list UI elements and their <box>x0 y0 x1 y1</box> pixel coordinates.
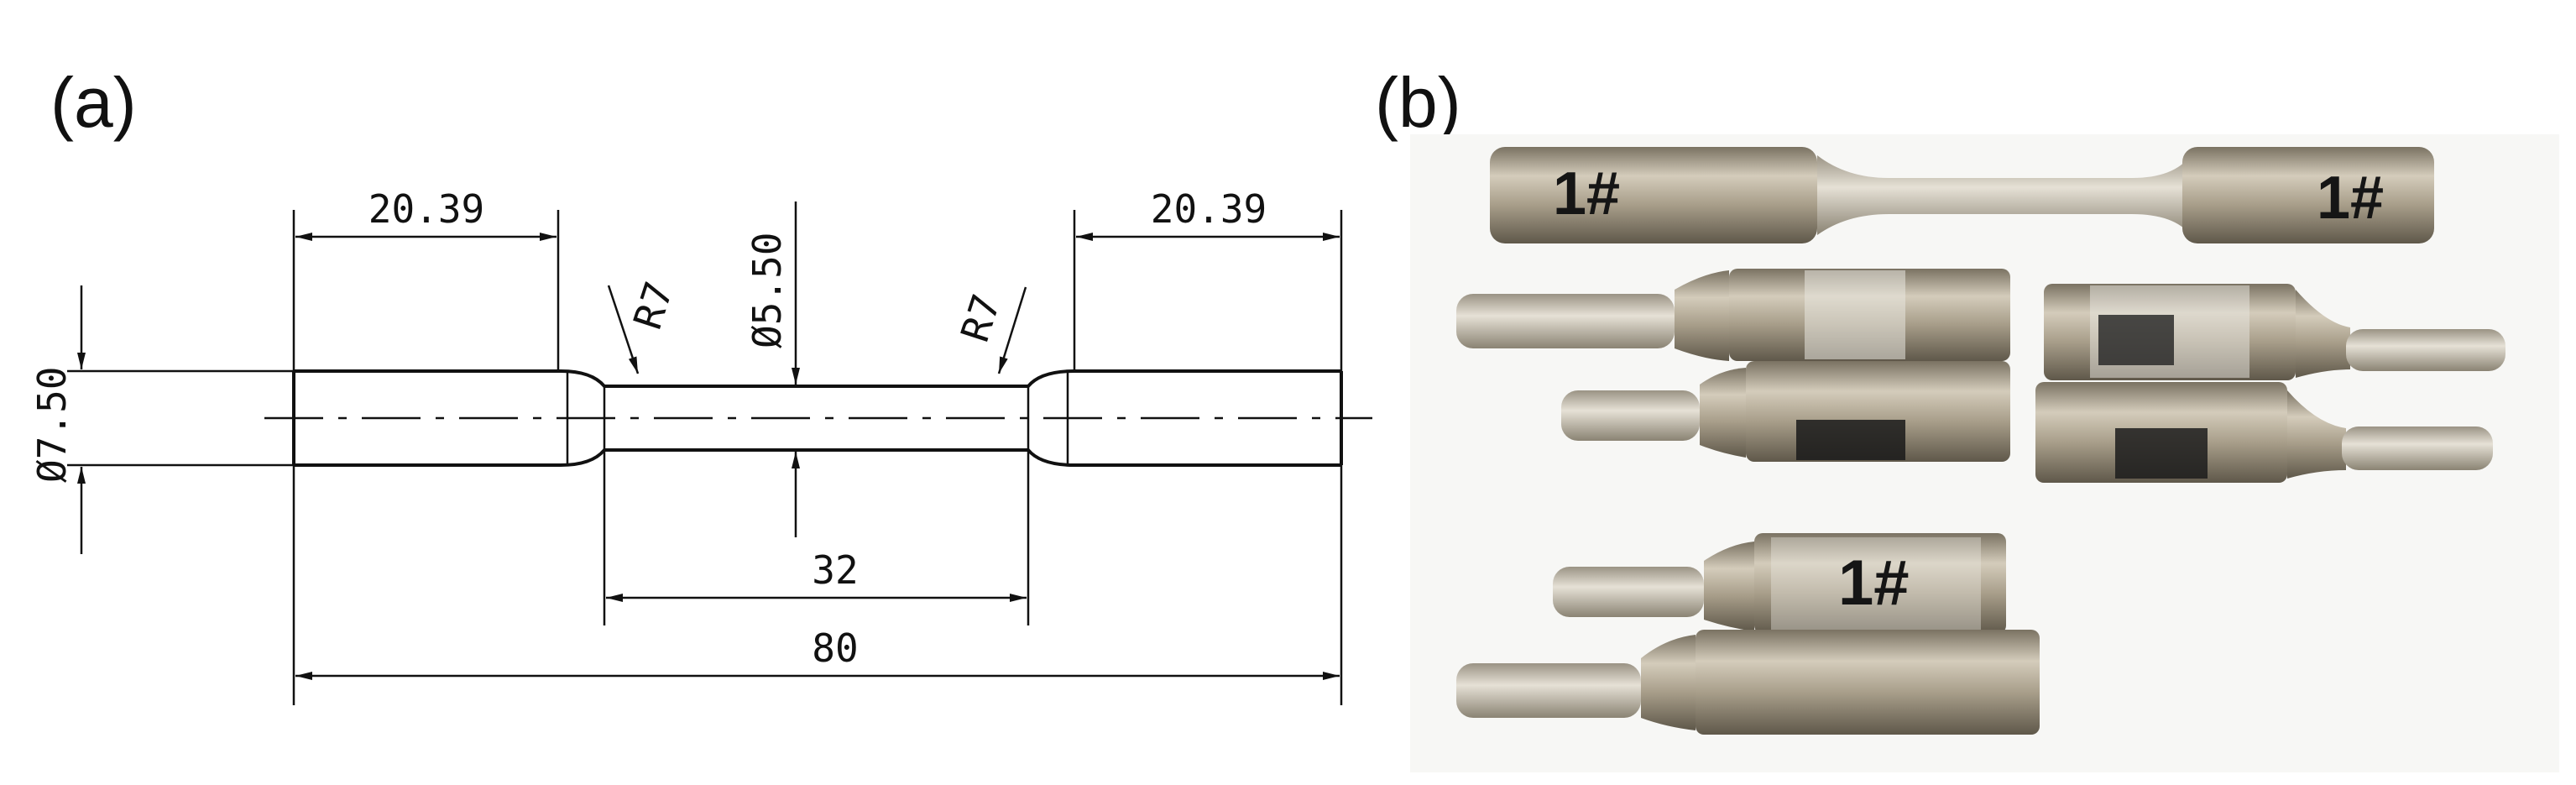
dim-gauge-length: 32 <box>606 547 1027 602</box>
intact-specimen: 1# 1# <box>1490 147 2434 243</box>
svg-text:20.39: 20.39 <box>368 186 484 232</box>
fractured-specimen-1: 1# <box>1456 533 2040 735</box>
fractured-specimen-3 <box>2035 284 2505 483</box>
dim-gauge-diameter: Ø5.50 <box>745 201 800 537</box>
dim-grip-diameter: Ø7.50 <box>29 285 86 554</box>
panel-label-a: (a) <box>50 63 137 142</box>
dim-total-length: 80 <box>295 625 1340 680</box>
mark-top-right: 1# <box>2317 165 2384 232</box>
extension-lines <box>67 210 1343 705</box>
svg-text:20.39: 20.39 <box>1151 186 1267 232</box>
svg-text:80: 80 <box>812 625 858 671</box>
dim-right-grip: 20.39 <box>1076 186 1340 241</box>
dim-left-grip: 20.39 <box>295 186 556 241</box>
mark-bottom: 1# <box>1838 547 1910 619</box>
mark-top-left: 1# <box>1553 160 1620 228</box>
fractured-specimen-2 <box>1456 269 2010 462</box>
svg-text:Ø7.50: Ø7.50 <box>29 367 75 483</box>
svg-text:32: 32 <box>812 547 858 593</box>
panel-label-b: (b) <box>1375 63 1461 142</box>
svg-text:Ø5.50: Ø5.50 <box>745 233 790 348</box>
technical-drawing: 20.39 20.39 Ø5.50 Ø7.50 R7 R7 32 80 <box>29 186 1372 705</box>
